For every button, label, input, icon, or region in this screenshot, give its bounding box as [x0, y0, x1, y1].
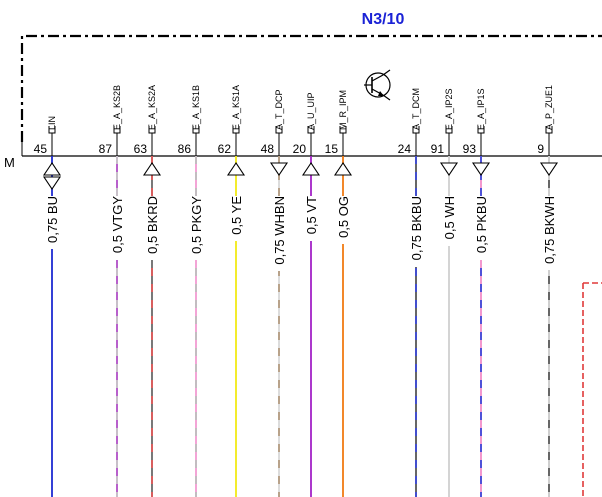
wire-label: 0,5 BKRD — [145, 196, 160, 254]
arrow-down-icon — [471, 162, 491, 176]
signal-name: A_T_DCP — [274, 89, 284, 130]
module-boundary — [20, 34, 602, 142]
wire-label-background — [108, 196, 126, 260]
wire-label-background — [227, 196, 245, 241]
wire-label: 0,75 BKWH — [542, 196, 557, 264]
wire-label: 0,5 WH — [442, 196, 457, 239]
pin-number: 24 — [398, 142, 412, 156]
wire-label-background — [334, 196, 352, 244]
transistor-icon — [364, 69, 391, 101]
signal-name: E_A_KS2B — [112, 85, 122, 130]
signal-name: E_A_IP1S — [476, 88, 486, 130]
pin-20: A_U_UIP 20 0,5 VT — [293, 92, 321, 497]
pin-63: E_A_KS2A 63 0,5 BKRD — [134, 85, 162, 497]
pin-number: 63 — [134, 142, 148, 156]
pin-number: 48 — [261, 142, 275, 156]
pin-number: 62 — [218, 142, 232, 156]
pin-48: A_T_DCP 48 0,75 WHBN — [261, 89, 289, 497]
pin-45: LIN 45 0,75 BU — [34, 116, 62, 497]
adjacent-component-edge — [582, 282, 602, 497]
arrow-up-icon — [42, 162, 62, 176]
pin-number: 9 — [537, 142, 544, 156]
arrow-down-icon — [539, 162, 559, 176]
wire-label: 0,5 VTGY — [110, 196, 125, 253]
wire-label: 0,5 OG — [336, 196, 351, 238]
wire-label-background — [187, 196, 205, 260]
signal-name: E_A_IP2S — [444, 88, 454, 130]
wire-label-background — [302, 196, 320, 241]
wire-label-background — [472, 196, 490, 260]
wire-label-background — [270, 196, 288, 271]
arrow-down-icon — [269, 162, 289, 176]
wire-label: 0,75 BU — [45, 196, 60, 243]
arrow-up-icon — [333, 162, 353, 176]
wire-label: 0,75 BKBU — [409, 196, 424, 260]
pin-9: A_P_ZUE1 9 0,75 BKWH — [537, 85, 559, 497]
arrow-up-icon — [226, 162, 246, 176]
signal-name: A_P_ZUE1 — [544, 85, 554, 130]
signal-name: E_A_KS1A — [231, 85, 241, 130]
signal-name: A_U_UIP — [306, 92, 316, 130]
wire-label: 0,5 PKBU — [474, 196, 489, 253]
signal-name: E_A_KS1B — [191, 85, 201, 130]
wire-label: 0,5 PKGY — [189, 196, 204, 254]
pin-number: 87 — [99, 142, 113, 156]
wire-label-background — [440, 196, 458, 246]
wire-label-background — [43, 196, 61, 249]
pin-group: LIN 45 0,75 BU E_A_KS2B 87 0,5 VTGY E_A_KS2A 63… — [34, 85, 559, 497]
wire-label-background — [407, 196, 425, 267]
signal-name: A_T_DCM — [411, 88, 421, 130]
wire-label-background — [540, 196, 558, 270]
pin-24: A_T_DCM 24 0,75 BKBU — [398, 88, 425, 497]
wire-label-background — [143, 196, 161, 260]
signal-name: M_R_IPM — [338, 90, 348, 130]
pin-93: E_A_IP1S 93 0,5 PKBU — [463, 88, 491, 497]
wire-label: 0,5 VT — [304, 196, 319, 234]
pin-number: 91 — [431, 142, 445, 156]
wire-label: 0,75 WHBN — [272, 196, 287, 265]
arrow-up-icon — [142, 162, 162, 176]
signal-name: LIN — [47, 116, 57, 130]
module-title: N3/10 — [362, 11, 405, 28]
pin-15: M_R_IPM 15 0,5 OG — [325, 90, 353, 497]
pin-62: E_A_KS1A 62 0,5 YE — [218, 85, 246, 497]
pin-86: E_A_KS1B 86 0,5 PKGY — [178, 85, 205, 497]
arrow-down-icon — [439, 162, 459, 176]
pin-number: 45 — [34, 142, 48, 156]
pin-number: 86 — [178, 142, 192, 156]
pin-number: 93 — [463, 142, 477, 156]
wire-label: 0,5 YE — [229, 196, 244, 235]
arrow-down-icon — [42, 176, 62, 190]
arrow-up-icon — [301, 162, 321, 176]
connector-label: M — [4, 155, 15, 170]
pin-number: 15 — [325, 142, 339, 156]
pin-number: 20 — [293, 142, 307, 156]
pin-91: E_A_IP2S 91 0,5 WH — [431, 88, 459, 497]
signal-name: E_A_KS2A — [147, 85, 157, 130]
pin-87: E_A_KS2B 87 0,5 VTGY — [99, 85, 126, 497]
